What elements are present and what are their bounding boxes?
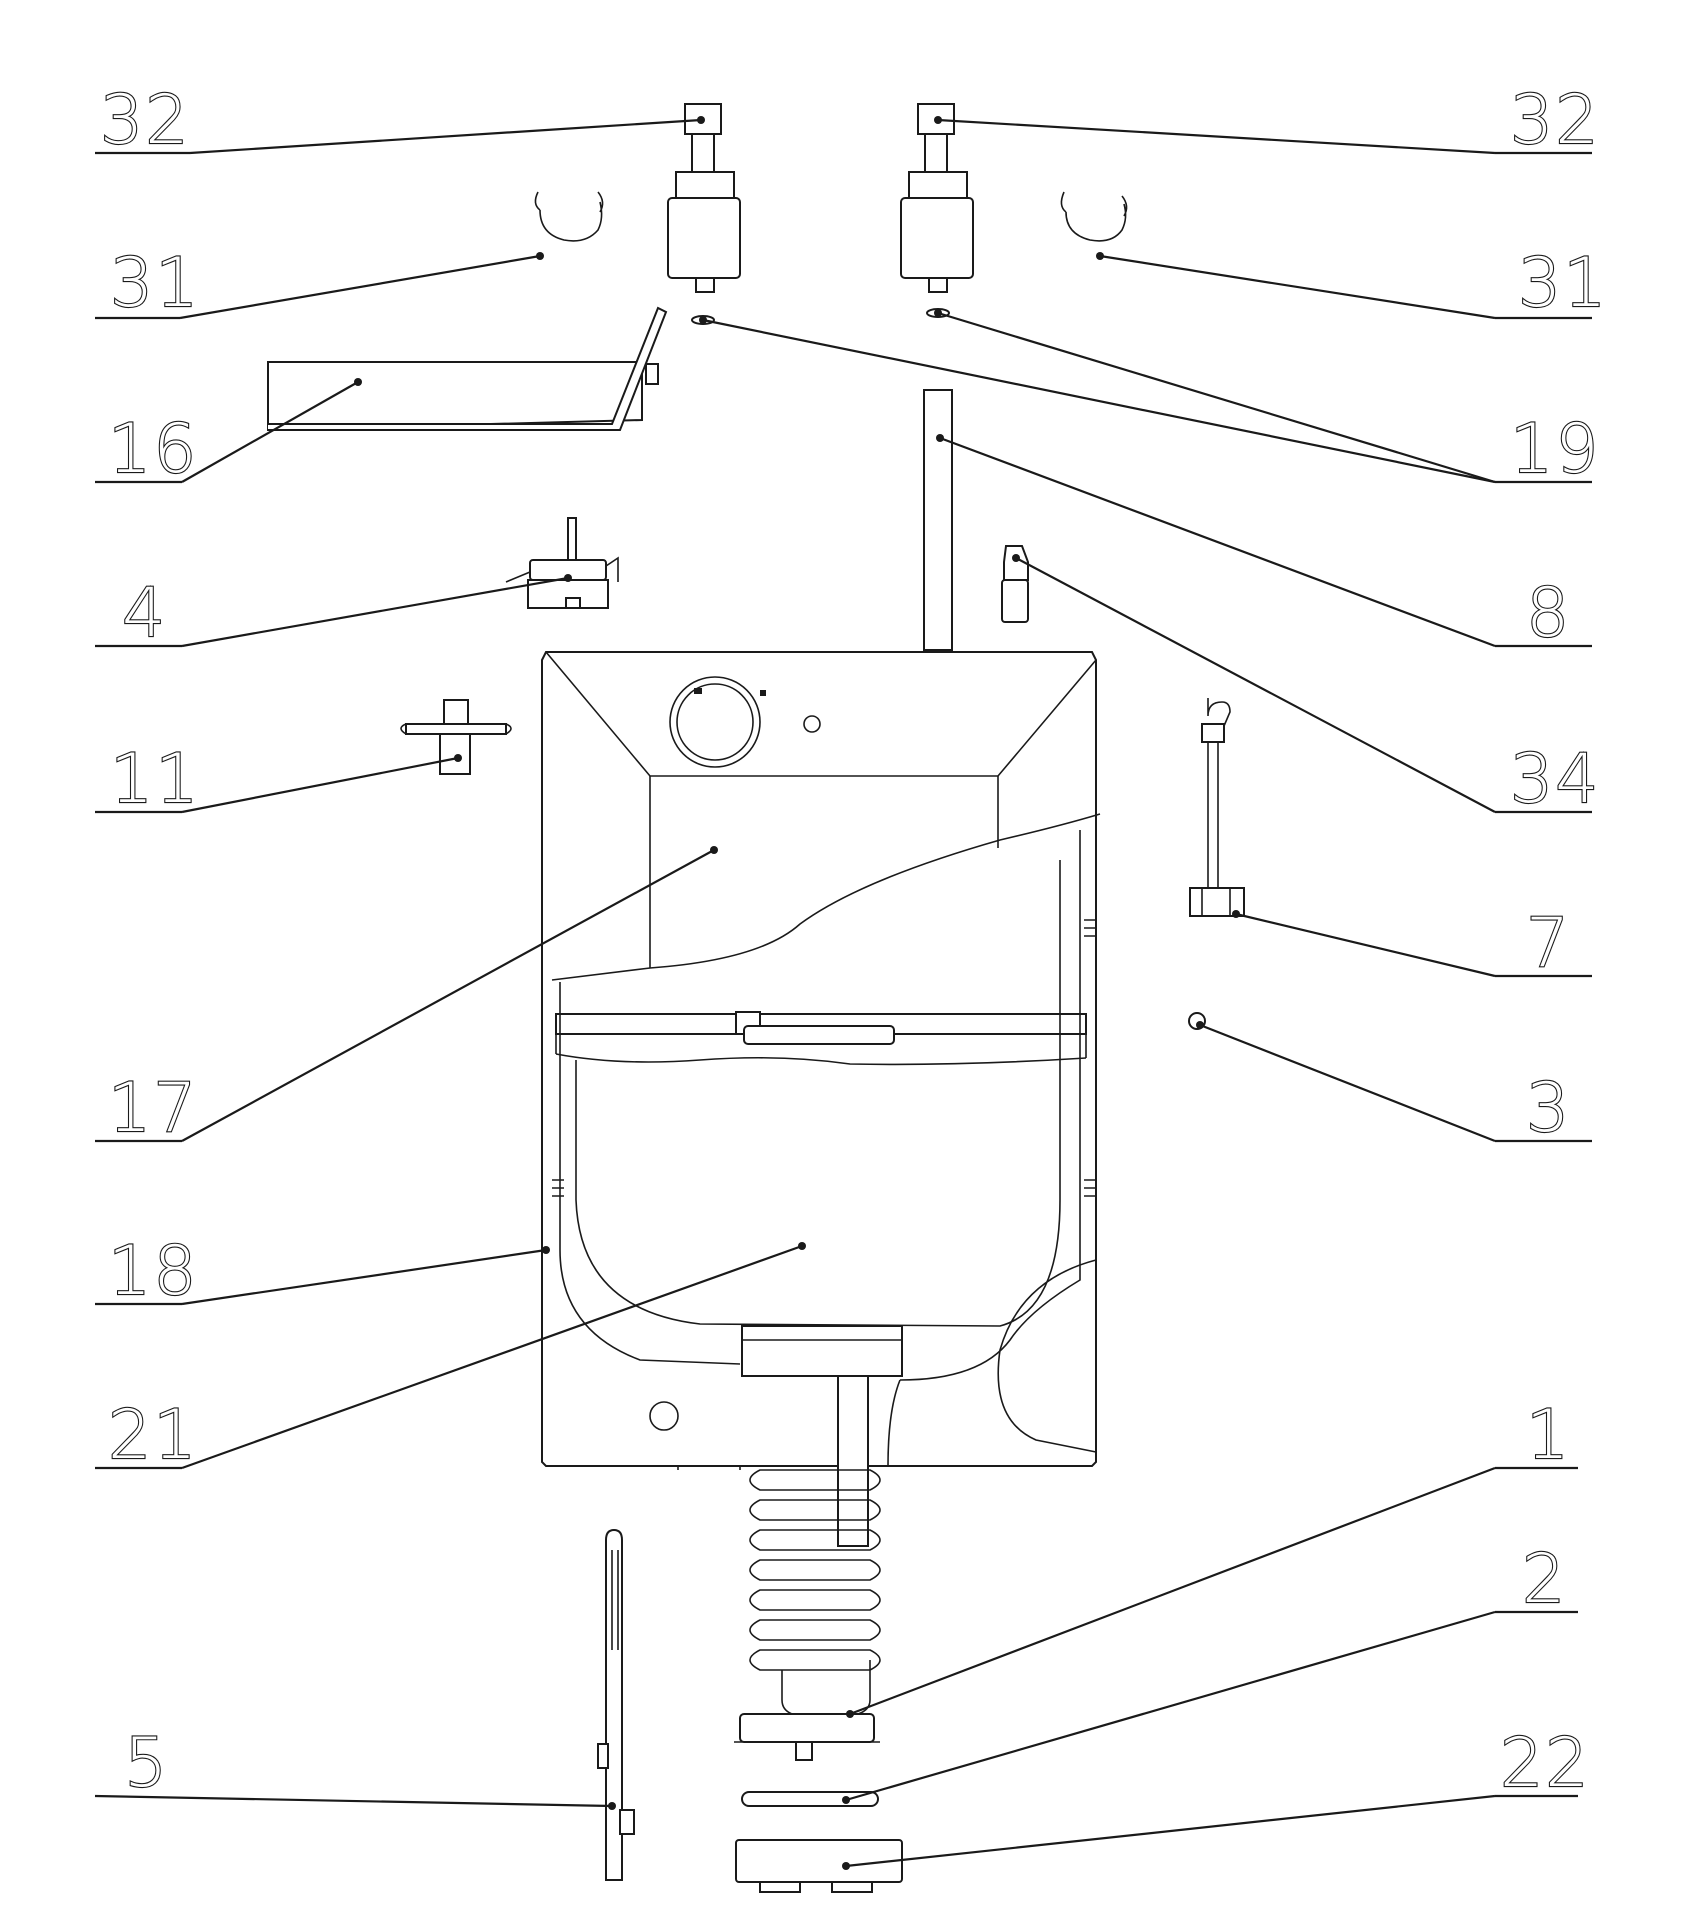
callout-label: 3	[1526, 1069, 1571, 1148]
part-31-right-clip	[1060, 191, 1128, 242]
callout-17: 17	[95, 846, 718, 1149]
callout-16: 16	[95, 378, 362, 490]
callout-5: 5	[94, 1723, 616, 1810]
part-2-gasket	[741, 1791, 879, 1807]
callout-label: 19	[1510, 410, 1601, 489]
part-17-18-housing	[541, 651, 1101, 1470]
part-22-cover-cap	[735, 1839, 903, 1893]
callout-label: 8	[1526, 574, 1571, 653]
part-1-heating-element	[734, 1375, 881, 1761]
callout-3: 3	[1196, 1021, 1592, 1149]
callout-4: 4	[95, 573, 572, 654]
callout-label: 2	[1522, 1540, 1567, 1619]
callout-22: 22	[842, 1723, 1591, 1870]
callout-label: 21	[108, 1396, 199, 1475]
part-11-fitting	[400, 699, 512, 775]
part-32-right	[900, 103, 974, 293]
part-19-washers	[691, 308, 950, 325]
callout-label: 18	[108, 1232, 199, 1311]
part-4-thermostat	[505, 517, 619, 609]
callout-label: 32	[1510, 81, 1601, 160]
callout-label: 16	[108, 410, 199, 489]
callout-32-right: 32	[934, 80, 1601, 161]
callout-34: 34	[1012, 554, 1601, 820]
callout-label: 5	[124, 1724, 169, 1803]
callout-label: 11	[110, 740, 201, 819]
callouts: 32 32 31 31 16	[94, 80, 1609, 1870]
callout-label: 7	[1526, 904, 1571, 983]
part-31-left-clip	[534, 191, 604, 242]
callout-label: 31	[1518, 244, 1609, 323]
callout-31-right: 31	[1096, 243, 1609, 324]
callout-21: 21	[95, 1242, 806, 1476]
callout-11: 11	[95, 739, 462, 820]
callout-label: 34	[1510, 740, 1601, 819]
callout-label: 31	[110, 244, 201, 323]
part-16-bracket	[267, 306, 668, 432]
callout-31-left: 31	[95, 243, 544, 324]
callout-label: 17	[108, 1069, 199, 1148]
part-5-probe	[597, 1528, 635, 1881]
part-8-pipe	[923, 389, 953, 651]
callout-7: 7	[1232, 903, 1592, 984]
callout-32-left: 32	[95, 80, 705, 161]
callout-8: 8	[936, 434, 1592, 654]
part-7-sensor	[1189, 698, 1245, 917]
callout-label: 4	[122, 574, 167, 653]
callout-label: 1	[1526, 1396, 1571, 1475]
callout-label: 22	[1500, 1724, 1591, 1803]
callout-label: 32	[100, 81, 191, 160]
callout-18: 18	[95, 1231, 550, 1312]
part-34-plug	[1001, 545, 1029, 623]
callout-19: 19	[699, 309, 1601, 490]
callout-2: 2	[842, 1539, 1578, 1804]
part-32-left	[667, 103, 741, 293]
callout-1: 1	[846, 1395, 1578, 1718]
